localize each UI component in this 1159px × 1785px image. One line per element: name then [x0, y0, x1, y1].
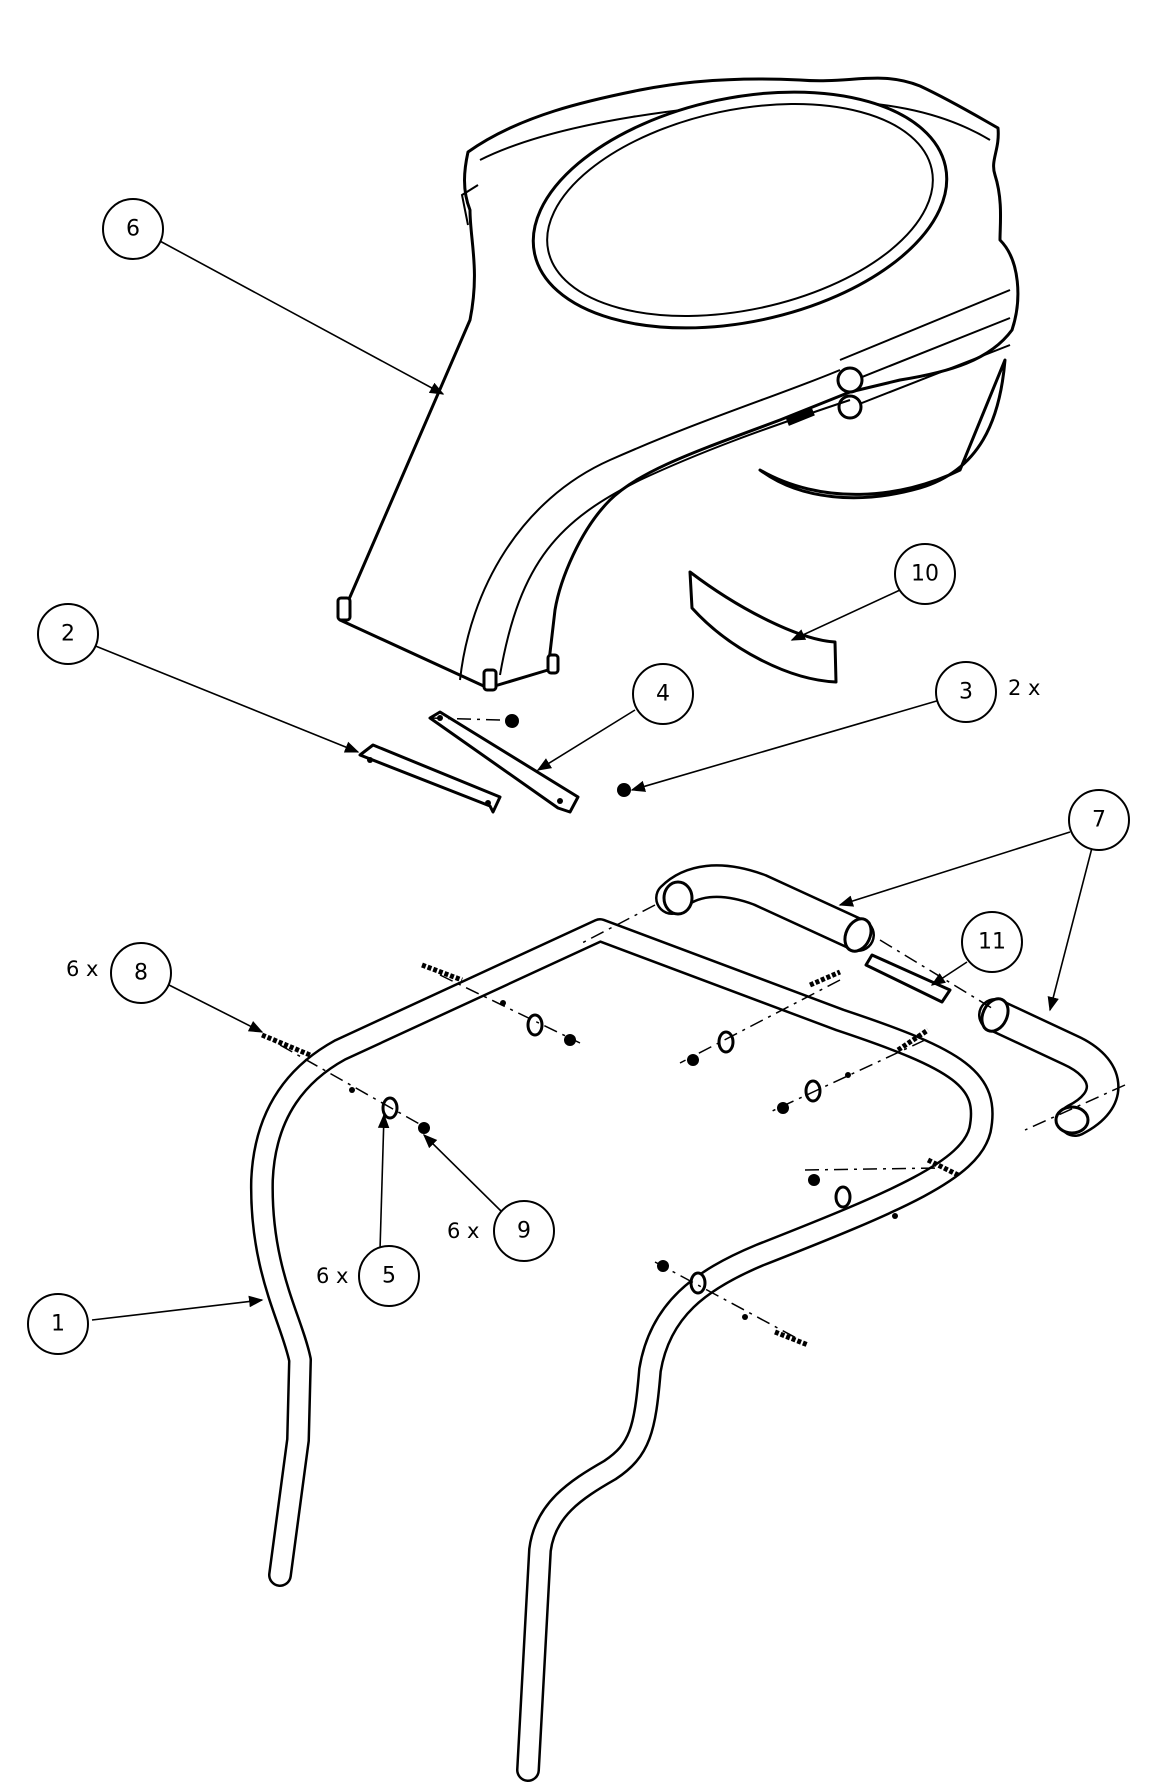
svg-text:6 x: 6 x — [66, 957, 98, 981]
callout-11: 11 — [961, 911, 1023, 973]
chute-housing-part — [336, 76, 1020, 692]
nut-part-3 — [617, 783, 631, 797]
svg-text:6 x: 6 x — [316, 1264, 348, 1288]
svg-text:5: 5 — [382, 1264, 396, 1289]
washer-part-5 — [381, 1013, 852, 1295]
callout-10: 10 — [894, 543, 956, 605]
handle-frame-part-1 — [249, 918, 994, 1782]
svg-text:2: 2 — [61, 622, 75, 647]
label-part-11 — [864, 953, 952, 1004]
callout-9: 9 6 x — [447, 1200, 555, 1262]
svg-text:2 x: 2 x — [1008, 676, 1040, 700]
svg-text:6: 6 — [126, 217, 140, 242]
svg-text:9: 9 — [517, 1219, 531, 1244]
callout-6: 6 — [102, 198, 164, 260]
svg-text:10: 10 — [911, 562, 939, 587]
svg-text:6 x: 6 x — [447, 1219, 479, 1243]
svg-text:11: 11 — [978, 930, 1006, 955]
callout-3: 3 2 x — [935, 661, 1040, 723]
callout-1: 1 — [27, 1293, 89, 1355]
decal-part-10 — [688, 570, 838, 684]
bracket-part-4 — [428, 710, 580, 814]
callout-7: 7 — [1068, 789, 1130, 851]
nut-part-9 — [418, 1034, 820, 1272]
svg-text:8: 8 — [134, 961, 148, 986]
svg-text:3: 3 — [959, 680, 973, 705]
nut-part-3 — [505, 714, 519, 728]
callout-4: 4 — [632, 663, 694, 725]
grip-part-7-left — [655, 864, 875, 953]
callout-5: 5 6 x — [316, 1245, 420, 1307]
svg-text:7: 7 — [1092, 808, 1106, 833]
grip-part-7-right — [978, 997, 1120, 1137]
svg-text:1: 1 — [51, 1312, 65, 1337]
callout-8: 8 6 x — [66, 942, 172, 1004]
leader-lines — [91, 239, 1095, 1321]
bracket-part-2 — [358, 743, 502, 814]
bolt-part-8 — [261, 962, 960, 1348]
svg-text:4: 4 — [656, 682, 670, 707]
callout-2: 2 — [37, 603, 99, 665]
